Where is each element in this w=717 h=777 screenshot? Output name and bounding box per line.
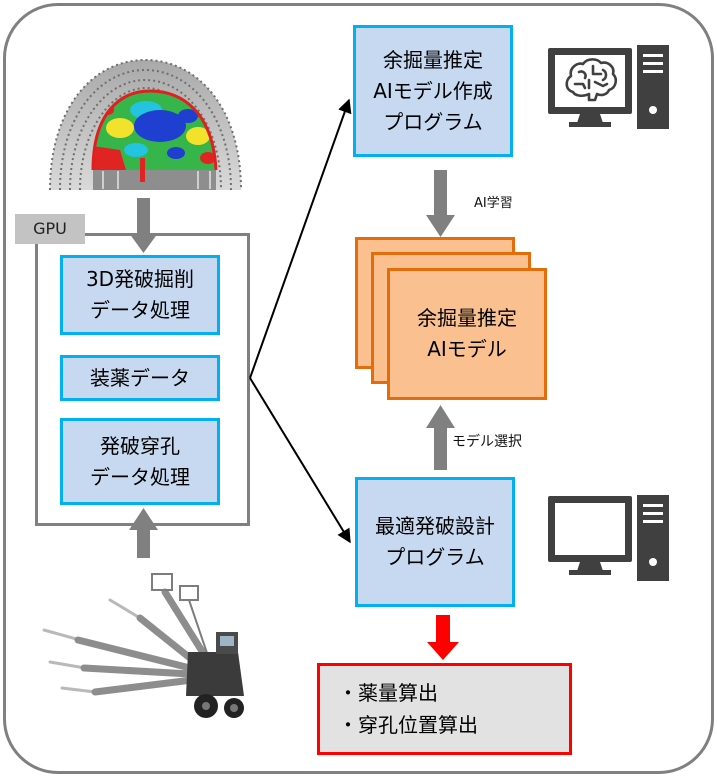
box-line: データ処理 — [90, 298, 190, 322]
box-line: 余掘量推定 — [383, 47, 483, 72]
ai-model-box: 余掘量推定 AIモデル — [387, 268, 547, 400]
box-line: データ処理 — [90, 464, 190, 489]
box-line: 装薬データ — [90, 365, 190, 390]
ai-computer-icon — [548, 45, 669, 129]
pc-tower-icon — [637, 45, 669, 129]
ai-learning-label: AI学習 — [474, 196, 513, 211]
computer-monitor-icon — [548, 496, 632, 575]
gpu-label: GPU — [15, 214, 85, 244]
tunnel-point-cloud-icon — [49, 58, 242, 191]
box-line: AIモデル — [427, 337, 507, 361]
blast-drilling-data-box: 発破穿孔 データ処理 — [60, 418, 220, 505]
box-line: プログラム — [383, 109, 483, 134]
box-line: 発破穿孔 — [100, 433, 180, 458]
box-line: 3D発破掘削 — [85, 267, 195, 291]
blast-excavation-3d-data-box: 3D発破掘削 データ処理 — [60, 255, 220, 335]
model-selection-label: モデル選択 — [452, 434, 522, 450]
box-line: 最適発破設計 — [375, 514, 495, 538]
drill-jumbo-icon — [42, 573, 244, 718]
box-line: AIモデル作成 — [373, 78, 493, 103]
design-computer-icon — [548, 495, 669, 581]
brain-icon — [565, 58, 618, 102]
ai-model-creation-program-box: 余掘量推定 AIモデル作成 プログラム — [353, 25, 513, 157]
output-box: ・薬量算出 ・穿孔位置算出 — [317, 663, 572, 755]
charging-data-box: 装薬データ — [60, 355, 220, 401]
box-line: 余掘量推定 — [417, 306, 517, 330]
box-line: プログラム — [385, 545, 485, 569]
output-item: ・薬量算出 — [338, 681, 438, 705]
pc-tower-icon — [637, 495, 669, 581]
output-item: ・穿孔位置算出 — [338, 713, 478, 737]
optimal-blast-design-program-box: 最適発破設計 プログラム — [355, 477, 515, 607]
outer-frame — [3, 3, 714, 774]
